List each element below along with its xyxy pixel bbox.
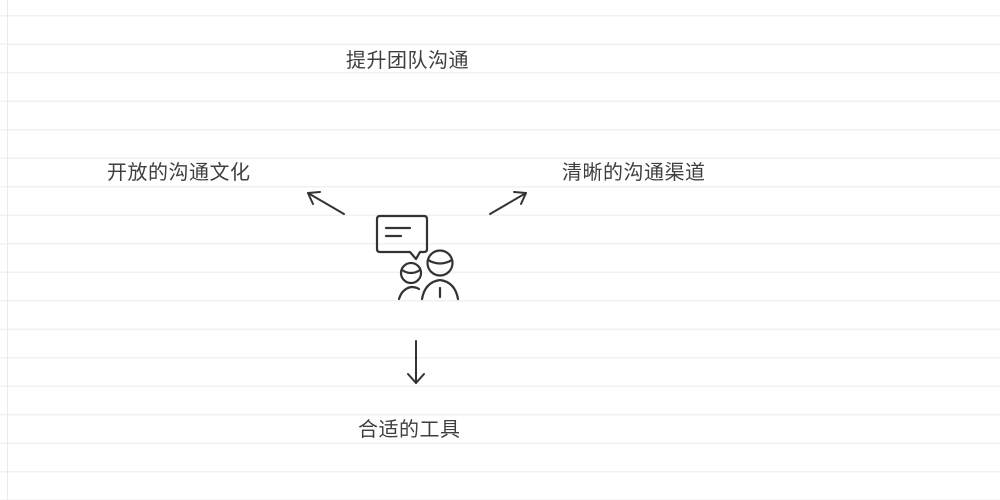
- branch-label-clear-channels: 清晰的沟通渠道: [562, 160, 706, 184]
- arrow-down-icon: [407, 340, 425, 384]
- arrow-up-left-icon: [307, 191, 345, 215]
- person-icon: [397, 261, 423, 301]
- speech-bubble-icon: [375, 214, 429, 261]
- branch-label-open-culture: 开放的沟通文化: [107, 160, 251, 184]
- arrow-up-right-icon: [489, 191, 527, 215]
- diagram-title: 提升团队沟通: [346, 48, 469, 72]
- notebook-margin-line: [7, 0, 8, 500]
- person-icon: [420, 249, 460, 301]
- team-communication-icon: [375, 214, 460, 301]
- branch-label-right-tools: 合适的工具: [358, 417, 461, 441]
